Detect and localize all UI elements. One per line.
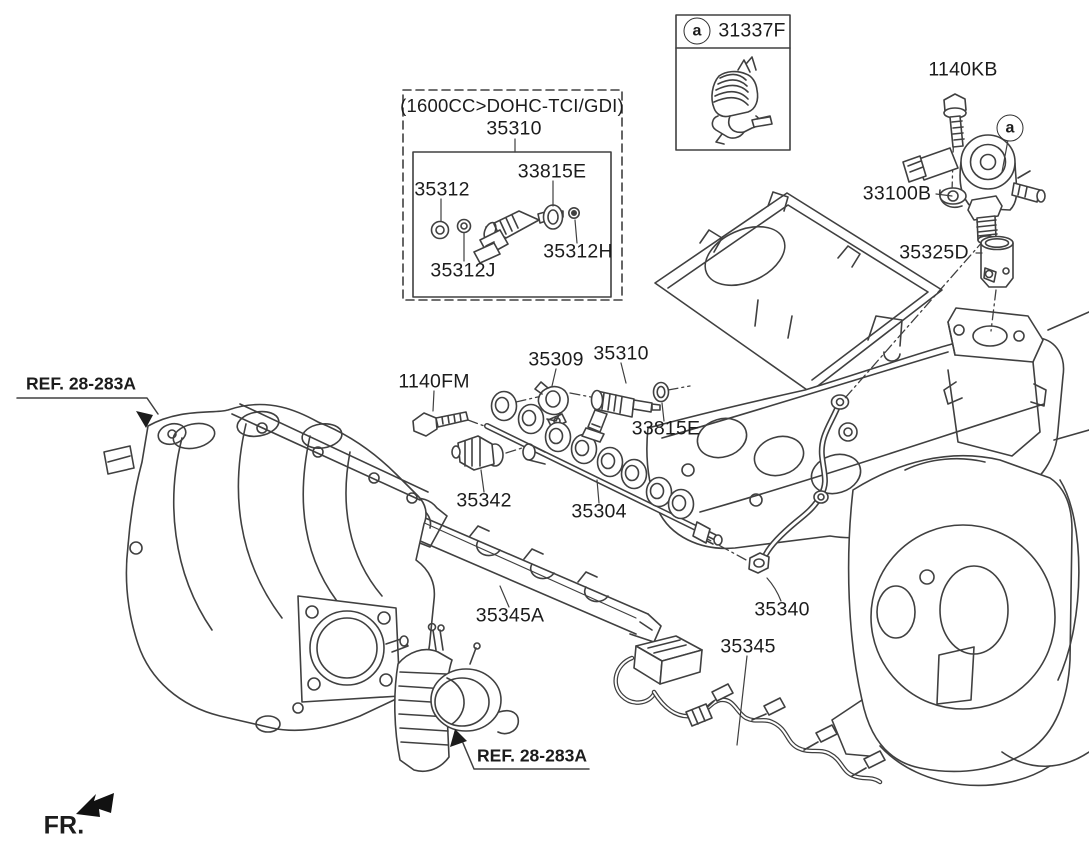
part-label-35345[interactable]: 35345 <box>720 635 776 658</box>
part-label-35312[interactable]: 35312 <box>414 178 470 201</box>
fuel-rail-drawing <box>484 390 723 546</box>
injector-drawing <box>581 389 661 443</box>
part-label-33815E[interactable]: 33815E <box>631 417 701 440</box>
pump-marker-circle: a <box>996 114 1024 142</box>
inset-marker-label: a <box>692 22 702 39</box>
throttle-body-drawing <box>394 622 520 773</box>
part-label-35310-box[interactable]: 35310 <box>486 117 542 140</box>
part-label-35325D[interactable]: 35325D <box>899 241 969 264</box>
part-label-35309[interactable]: 35309 <box>528 348 584 371</box>
inset-marker-circle: a <box>683 17 711 45</box>
pump-bolt-drawing <box>943 93 967 148</box>
front-direction-arrow <box>76 793 114 817</box>
part-label-35312J[interactable]: 35312J <box>430 259 496 282</box>
injector-clamp-drawing <box>534 381 569 422</box>
high-pressure-pipe-drawing <box>748 394 850 574</box>
front-marker-label: FR. <box>43 811 85 840</box>
part-label-35345A[interactable]: 35345A <box>475 604 545 627</box>
variant-box-title: (1600CC>DOHC-TCI/GDI) <box>400 94 624 116</box>
callout-leader-lines <box>432 138 1009 746</box>
oring-drawing <box>652 381 670 403</box>
rail-bolt-drawing <box>412 411 469 437</box>
part-label-35312H[interactable]: 35312H <box>543 240 613 263</box>
intake-manifold-drawing <box>103 403 436 733</box>
pressure-sensor-drawing <box>451 435 504 471</box>
part-label-1140FM[interactable]: 1140FM <box>398 370 470 393</box>
reference-arrows <box>16 397 590 817</box>
part-label-35342[interactable]: 35342 <box>456 489 512 512</box>
part-label-35340[interactable]: 35340 <box>754 598 810 621</box>
engine-block-drawing <box>831 454 1089 787</box>
pump-marker-label: a <box>1005 119 1015 136</box>
part-label-33100B[interactable]: 33100B <box>862 182 932 205</box>
ref-label-throttle[interactable]: REF. 28-283A <box>477 745 587 766</box>
roller-tappet-drawing <box>980 235 1014 288</box>
part-label-35310[interactable]: 35310 <box>593 342 649 365</box>
part-label-1140KB[interactable]: 1140KB <box>928 58 998 81</box>
ref-label-intake[interactable]: REF. 28-283A <box>26 373 136 394</box>
injector-harness-drawing <box>613 635 886 785</box>
pump-mount-tower-drawing <box>943 307 1089 457</box>
valve-cover-drawing <box>654 191 943 393</box>
part-label-33815E-box[interactable]: 33815E <box>517 160 587 183</box>
variant-box-drawing <box>402 89 623 301</box>
part-label-31337F[interactable]: 31337F <box>718 19 786 42</box>
part-label-35304[interactable]: 35304 <box>571 500 627 523</box>
